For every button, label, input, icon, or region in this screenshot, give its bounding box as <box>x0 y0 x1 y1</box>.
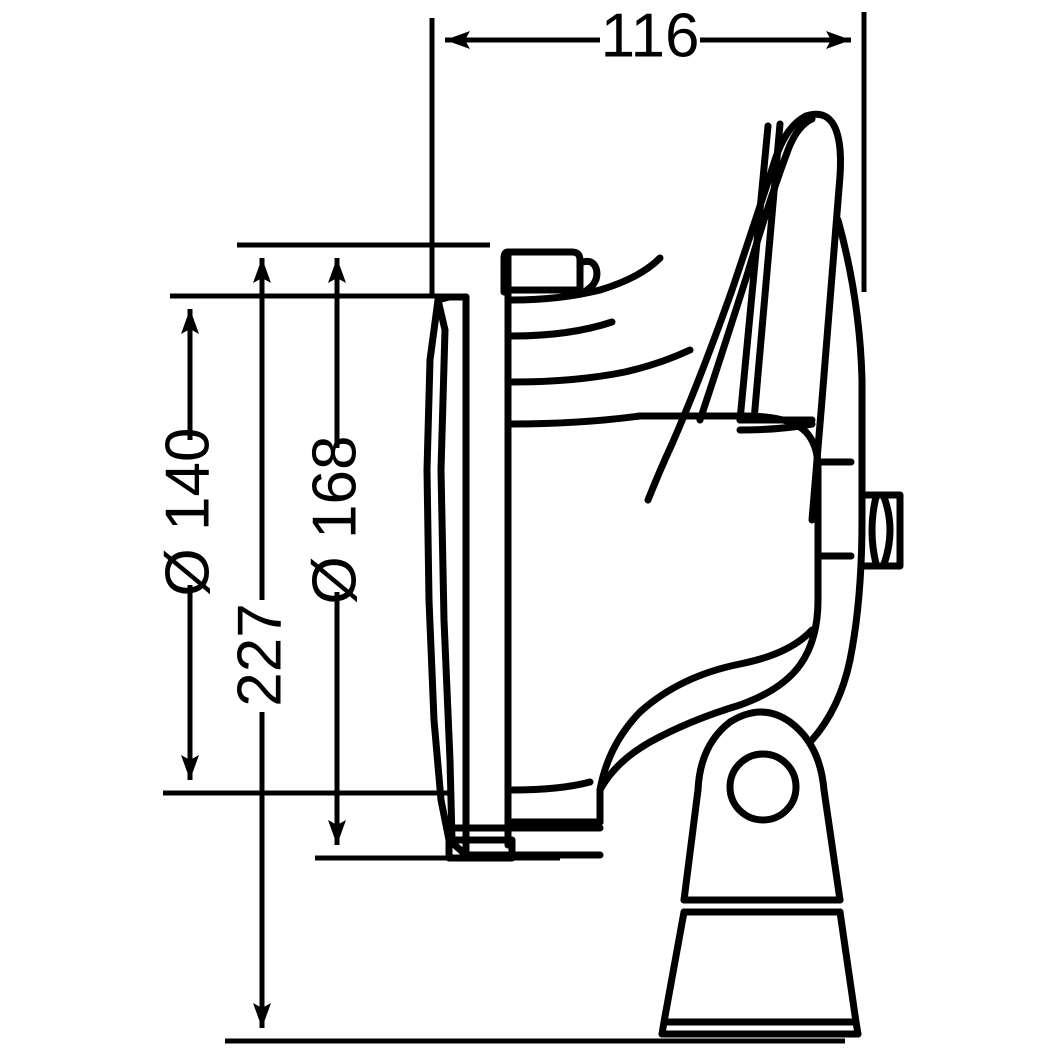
dimension-227: 227 <box>225 258 294 1028</box>
handle-bracket <box>644 110 844 524</box>
housing-shoulders <box>508 254 749 428</box>
bolt-hole <box>726 750 800 824</box>
housing-front-panel <box>596 626 816 794</box>
dimension-168: Ø 168 <box>300 258 369 845</box>
dimension-layer <box>163 12 867 1044</box>
lens-glass <box>462 248 512 854</box>
bezel-top-cap <box>500 248 601 296</box>
cable-gland <box>858 491 904 570</box>
dimension-168-label: Ø 168 <box>300 436 369 605</box>
rear-shell <box>808 216 866 744</box>
dimension-227-label: 227 <box>225 603 294 706</box>
dimension-140-label: Ø 140 <box>153 428 222 597</box>
dimension-116-label: 116 <box>601 1 700 70</box>
dimension-140: Ø 140 <box>153 309 222 780</box>
lamp-assembly <box>423 110 904 1038</box>
pedestal-base <box>658 908 862 1038</box>
housing-body <box>508 412 822 826</box>
dimension-116: 116 <box>445 1 851 70</box>
mount-foot <box>680 708 844 916</box>
